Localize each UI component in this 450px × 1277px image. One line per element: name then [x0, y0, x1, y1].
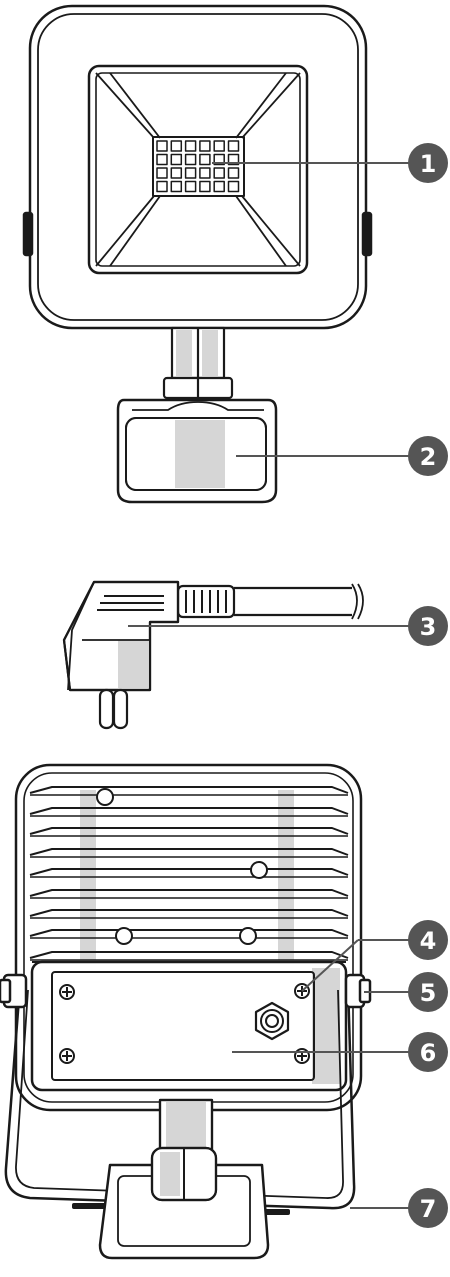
callout-markers: 1 2 3 4 5 6 7 [408, 143, 448, 1228]
plug-grip-lines [97, 595, 164, 611]
callout-2-number: 2 [420, 443, 437, 471]
cooling-fin [29, 889, 349, 897]
led-cell [227, 153, 240, 166]
led-cell [184, 167, 197, 179]
led-cell [184, 140, 197, 152]
plug-pin-right [112, 688, 129, 730]
led-cell [213, 167, 225, 179]
led-cell [227, 180, 240, 193]
callout-5: 5 [408, 972, 448, 1012]
housing-inner [37, 13, 359, 321]
bracket-bolt-head [0, 978, 12, 1004]
cooling-fin [29, 951, 349, 959]
connection-cover-outer [30, 960, 348, 1092]
led-chip [152, 136, 245, 197]
led-cell [156, 140, 168, 152]
led-grid [156, 140, 240, 193]
cooling-fin [29, 827, 349, 835]
led-cell [213, 140, 225, 152]
led-cell [199, 153, 211, 166]
power-plug [62, 580, 364, 730]
cooling-fin [29, 786, 349, 794]
led-cell [184, 153, 197, 166]
callout-3: 3 [408, 606, 448, 646]
plug-pin-left [98, 688, 115, 730]
leader-lines [128, 162, 410, 1209]
callout-1: 1 [408, 143, 448, 183]
leader-4 [301, 939, 359, 992]
back-sensor-neck [98, 1098, 270, 1260]
callout-1-number: 1 [420, 150, 437, 178]
motion-sensor-body [116, 398, 278, 504]
led-cell [156, 167, 168, 179]
cable-gland [254, 1001, 290, 1041]
reflector-frame [87, 64, 309, 275]
cooling-fin [29, 848, 349, 856]
cooling-fin [29, 868, 349, 876]
cooling-fins [29, 786, 349, 961]
callout-3-number: 3 [420, 613, 437, 641]
callout-7-number: 7 [420, 1195, 437, 1223]
led-cell [170, 140, 183, 152]
callout-6: 6 [408, 1032, 448, 1072]
callout-4: 4 [408, 920, 448, 960]
cooling-fin [29, 909, 349, 917]
reflector-facets [95, 72, 301, 267]
led-cell [227, 167, 240, 179]
callout-5-number: 5 [420, 979, 437, 1007]
led-cell [227, 140, 240, 152]
callout-4-number: 4 [420, 927, 437, 955]
led-cell [184, 180, 197, 193]
strain-relief-ribs [185, 590, 227, 613]
fin-screw-1 [96, 788, 114, 806]
led-cell [199, 180, 211, 193]
led-cell [199, 140, 211, 152]
callout-2: 2 [408, 436, 448, 476]
housing-outer [28, 4, 368, 330]
led-cell [213, 180, 225, 193]
connection-cover-panel [51, 971, 315, 1081]
cooling-fin [29, 807, 349, 815]
front-view [22, 4, 373, 504]
fin-screw-2 [250, 861, 268, 879]
back-view [0, 763, 372, 1260]
led-cell [170, 180, 183, 193]
led-cell [170, 167, 183, 179]
fin-screw-3 [115, 927, 133, 945]
callout-6-number: 6 [420, 1039, 437, 1067]
led-cell [156, 153, 168, 166]
led-cell [156, 180, 168, 193]
reflector-inner-frame [95, 72, 301, 267]
callout-7: 7 [408, 1188, 448, 1228]
cooling-fin [29, 929, 349, 937]
led-cell [170, 153, 183, 166]
fin-screw-4 [239, 927, 257, 945]
sensor-neck [162, 326, 234, 400]
led-cell [213, 153, 225, 166]
led-cell [199, 167, 211, 179]
